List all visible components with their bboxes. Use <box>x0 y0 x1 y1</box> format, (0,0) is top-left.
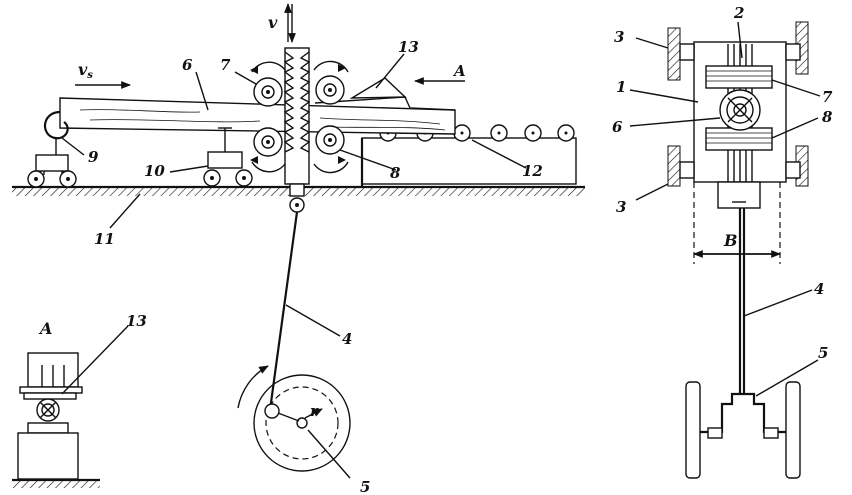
saw-frame <box>283 47 311 213</box>
label-7-plan: 7 <box>822 88 833 106</box>
crank-disk <box>237 365 351 472</box>
label-10: 10 <box>144 162 165 180</box>
labels: v vs 6 7 13 A 9 10 8 12 11 4 5 r A 13 3 … <box>38 4 833 495</box>
feed-rollers <box>250 60 349 174</box>
label-13-view: 13 <box>126 312 147 330</box>
label-2: 2 <box>733 4 744 22</box>
carriage-10 <box>203 127 253 187</box>
label-11: 11 <box>94 230 115 248</box>
label-5: 5 <box>360 478 370 495</box>
label-r: r <box>310 402 319 420</box>
label-3-top: 3 <box>614 28 624 46</box>
log <box>59 97 456 135</box>
label-8-plan: 8 <box>822 108 833 126</box>
label-3-bottom: 3 <box>616 198 626 216</box>
label-1: 1 <box>616 78 626 96</box>
connecting-rod <box>268 211 299 411</box>
label-vs: vs <box>78 60 93 81</box>
view-A <box>12 352 100 488</box>
label-8: 8 <box>390 164 401 182</box>
label-6: 6 <box>182 56 193 74</box>
label-4: 4 <box>342 330 352 348</box>
label-7: 7 <box>220 56 231 74</box>
label-A-view: A <box>38 319 52 338</box>
label-A-arrow: A <box>452 62 466 80</box>
label-5-plan: 5 <box>818 344 828 362</box>
carriage-9 <box>27 110 77 188</box>
guide-13 <box>349 77 407 99</box>
label-13: 13 <box>398 38 419 56</box>
label-4-plan: 4 <box>814 280 824 298</box>
label-9: 9 <box>88 148 99 166</box>
leader-lines <box>61 21 821 479</box>
plan-view <box>667 21 809 479</box>
side-view <box>12 3 585 472</box>
label-6-plan: 6 <box>612 118 623 136</box>
label-v: v <box>268 13 278 32</box>
label-12: 12 <box>522 162 543 180</box>
label-B: B <box>723 231 738 250</box>
